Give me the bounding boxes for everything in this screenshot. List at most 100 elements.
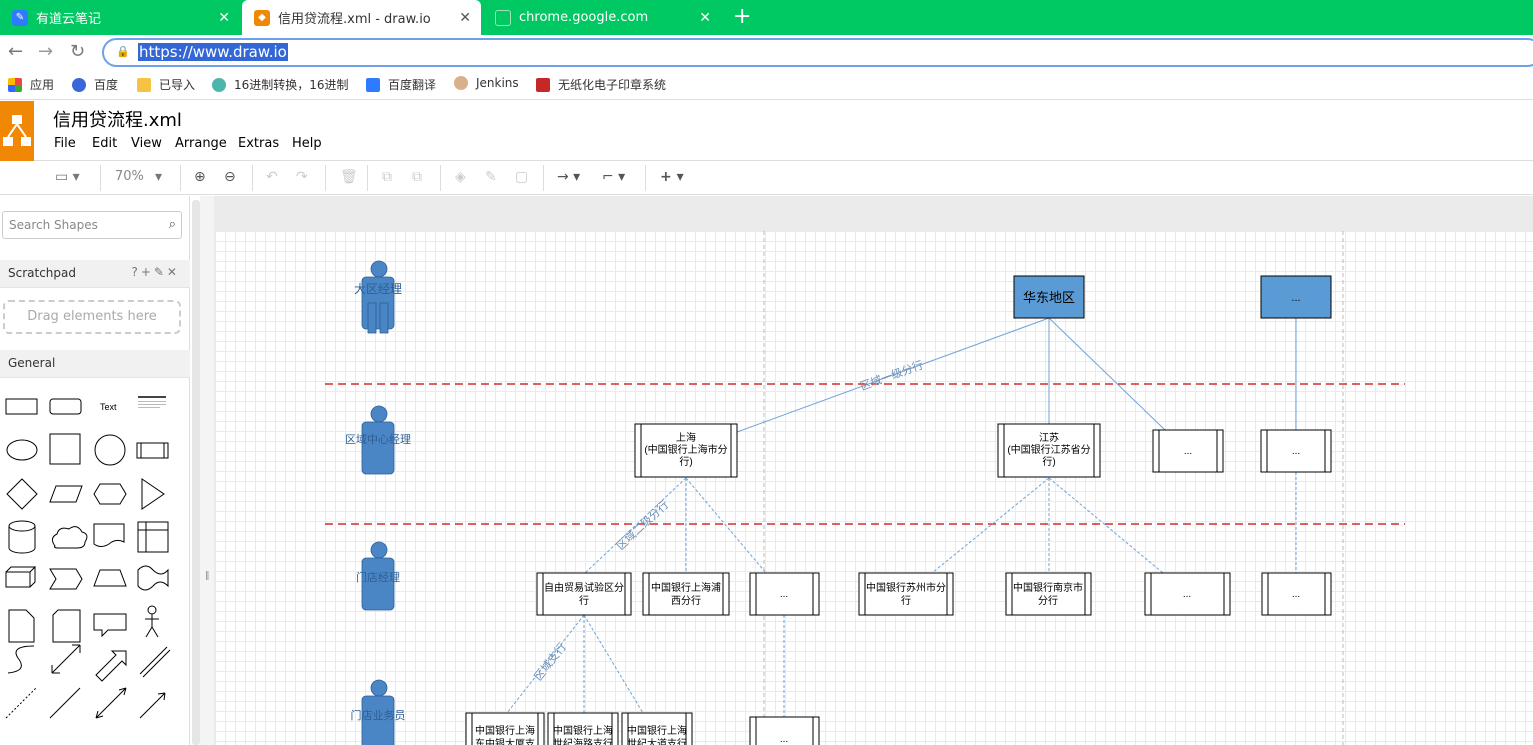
url-text: https://www.draw.io [138,43,288,61]
scratchpad-controls[interactable]: ?+✎✕ [131,265,180,279]
browser-tab-strip: ✎ 有道云笔记 ✕ ◆ 信用贷流程.xml - draw.io ✕ chrome… [0,0,1533,35]
trapezoid-shape [93,569,127,587]
diagram-page[interactable]: 区域一级分行 区域二级分行 区域支行 大区经理 区域中心经理 门店经理 [215,231,1533,745]
back-icon[interactable]: ← [8,41,24,62]
tab-title: 信用贷流程.xml - draw.io [278,12,431,27]
redo-icon[interactable]: ↷ [296,169,308,185]
format-panel-toggle-icon[interactable]: ▭ ▾ [55,169,80,185]
bookmark-translate[interactable]: 百度翻译 [366,76,436,93]
parallelogram-shape [49,485,83,503]
line-shape [49,687,81,719]
to-front-icon[interactable]: ⧉ [382,169,392,185]
node-label: 中国银行上海 [475,724,535,737]
scratchpad-header[interactable]: Scratchpad ?+✎✕ [0,260,190,288]
zoom-select[interactable]: 70% [115,169,144,184]
region-label: ... [1291,292,1300,304]
shadow-icon[interactable]: ▢ [515,169,529,185]
diagram-svg[interactable]: 区域一级分行 区域二级分行 区域支行 大区经理 区域中心经理 门店经理 [215,231,1533,745]
curve-shape [7,645,35,674]
reload-icon[interactable]: ↻ [70,41,86,62]
line-color-icon[interactable]: ✎ [485,169,497,185]
tab-title: 有道云笔记 [36,12,102,27]
menu-file[interactable]: File [54,136,76,151]
menu-extras[interactable]: Extras [238,136,280,151]
address-bar-row: ← → ↻ 🔒 https://www.draw.io [0,35,1533,70]
document-shape [93,523,125,547]
url-input[interactable]: 🔒 https://www.draw.io [102,38,1533,67]
drawio-logo[interactable] [0,101,34,161]
search-placeholder: Search Shapes [9,218,98,232]
tab-youdao[interactable]: ✎ 有道云笔记 ✕ [0,0,240,35]
general-header[interactable]: General [0,350,190,378]
bookmark-seal[interactable]: 无纸化电子印章系统 [536,76,666,93]
zoom-out-icon[interactable]: ⊖ [224,169,236,185]
sub-branch-2 [547,712,619,745]
heading-shape [138,396,166,408]
tab-chrome-store[interactable]: chrome.google.com ✕ [483,0,721,35]
toolbar: ▭ ▾ 70% ▾ ⊕ ⊖ ↶ ↷ 🗑 ⧉ ⧉ ◈ ✎ ▢ → ▾ ⌐ ▾ + … [0,161,1533,195]
node-label: 中国银行上海 [627,724,687,737]
to-back-icon[interactable]: ⧉ [412,169,422,185]
folder-icon [137,77,151,92]
diagram-canvas[interactable]: 区域一级分行 区域二级分行 区域支行 大区经理 区域中心经理 门店经理 [214,196,1533,745]
general-shapes-palette[interactable]: Text [0,388,190,738]
connection-icon[interactable]: → ▾ [557,169,581,185]
close-icon[interactable]: ✕ [218,9,230,26]
bookmark-hex[interactable]: 16进制转换，16进制 [212,76,349,93]
new-tab-button[interactable]: + [733,4,752,29]
directional-connector-shape [139,692,166,719]
hexagon-shape [93,483,127,505]
close-icon[interactable]: ✕ [459,9,471,26]
menu-arrange[interactable]: Arrange [175,136,227,151]
bookmark-apps[interactable]: 应用 [8,76,54,93]
branch-ftz [536,572,632,616]
text-shape: Text [100,402,117,412]
node-label: ... [1183,589,1191,600]
edge-label-branch: 区域支行 [532,641,569,684]
forward-icon[interactable]: → [38,41,54,62]
undo-icon[interactable]: ↶ [266,169,278,185]
sidebar-scrollbar[interactable] [192,200,200,745]
bookmark-label: 百度翻译 [388,78,437,92]
region-label: 华东地区 [1023,290,1075,305]
edge-ftz-b3 [583,614,644,714]
tab-drawio[interactable]: ◆ 信用贷流程.xml - draw.io ✕ [242,0,481,35]
scratchpad-dropzone[interactable]: Drag elements here [3,300,181,334]
edge-sh-ftz [584,477,687,574]
sidebar-splitter[interactable]: ‖ [200,196,214,745]
zoom-in-icon[interactable]: ⊕ [194,169,206,185]
bookmark-label: 已导入 [159,78,196,92]
search-icon[interactable]: ⌕ [168,217,176,232]
node-label: 东中银大厦支 [475,737,535,745]
menu-help[interactable]: Help [292,136,322,151]
dashed-line-shape [5,687,37,719]
edge-sh-other [685,477,767,574]
step-shape [49,568,83,590]
insert-icon[interactable]: + ▾ [660,169,684,185]
menu-view[interactable]: View [131,136,162,151]
search-shapes-input[interactable]: Search Shapes ⌕ [2,211,182,239]
shapes-sidebar: Search Shapes ⌕ Scratchpad ?+✎✕ Drag ele… [0,196,190,745]
cloud-shape [51,526,88,549]
role-regional-manager [361,260,395,334]
node-label: (中国银行江苏省分 [1007,443,1090,456]
edge-ftz-b1 [506,614,585,714]
bookmark-jenkins[interactable]: Jenkins [454,76,519,90]
fill-color-icon[interactable]: ◈ [455,169,466,185]
menu-edit[interactable]: Edit [92,136,118,151]
cylinder-shape [8,526,36,554]
node-label: 分行 [1038,594,1058,607]
document-title[interactable]: 信用贷流程.xml [53,110,182,131]
close-icon[interactable]: ✕ [699,9,711,26]
zoom-dropdown-icon[interactable]: ▾ [155,169,163,185]
bookmark-baidu[interactable]: 百度 [72,76,118,93]
waypoints-icon[interactable]: ⌐ ▾ [602,169,626,185]
node-label: 上海 [676,431,696,444]
actor-shape [147,605,157,615]
bookmark-label: 应用 [30,78,55,92]
node-label: 行 [901,594,911,607]
delete-icon[interactable]: 🗑 [340,169,358,185]
diamond-shape [6,478,38,510]
rounded-rectangle-shape [49,398,82,415]
bookmark-imported[interactable]: 已导入 [137,76,195,93]
